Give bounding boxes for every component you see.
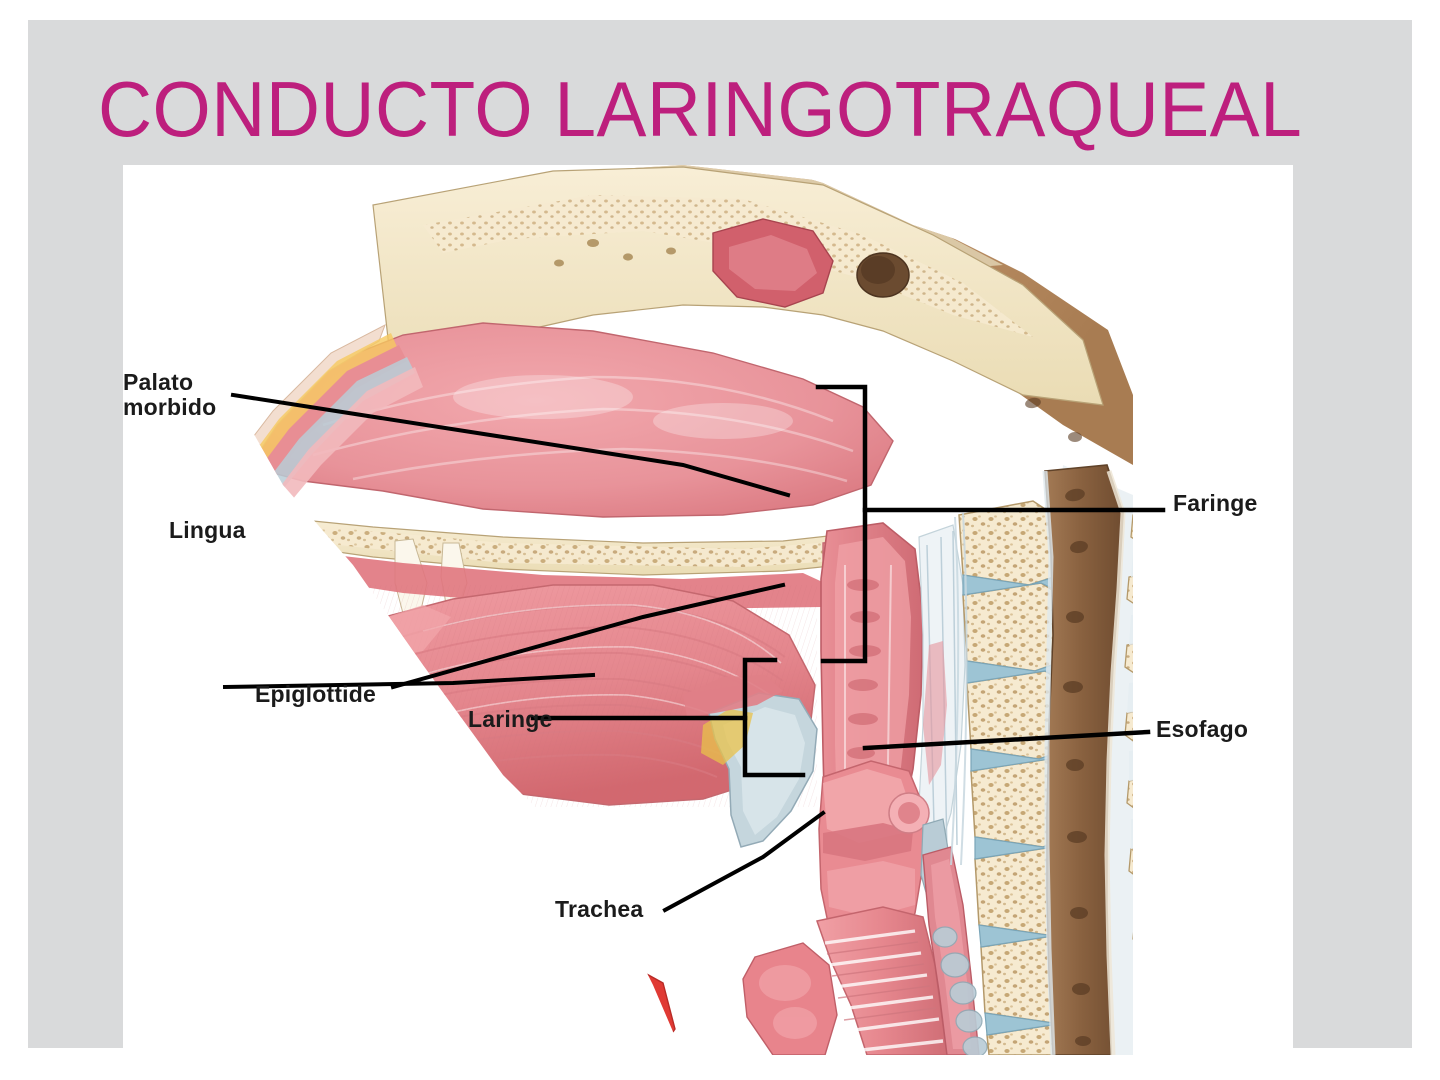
leader-lingua (222, 672, 596, 690)
thyroid-cartilage (823, 769, 911, 843)
label-lingua: Lingua (169, 517, 246, 543)
page-title: CONDUCTO LARINGOTRAQUEAL (98, 65, 1303, 153)
leader-palato-morbido (230, 392, 791, 498)
leader-faringe (815, 384, 1166, 664)
label-esofago: Esofago (1156, 716, 1249, 742)
nasal-cartilage (249, 357, 415, 511)
label-epiglottide: Epiglottide (255, 681, 377, 707)
label-palato-morbido-line2: morbido (123, 394, 217, 420)
cervical-spine (958, 464, 1133, 1055)
leader-esofago (862, 729, 1151, 751)
leader-lines (222, 392, 826, 913)
leader-epiglottide (390, 582, 786, 690)
label-laringe: Laringe (468, 706, 553, 732)
lymph-node-chain (932, 926, 988, 1055)
anatomy-body (243, 165, 1133, 1055)
pre-epiglottic-fat (701, 709, 753, 765)
tracheal-cartilage-rings (824, 929, 944, 1053)
vocal-fold (823, 823, 913, 861)
anatomy-illustration-svg (123, 165, 1293, 1055)
label-faringe: Faringe (1173, 490, 1258, 516)
leader-trachea (662, 810, 826, 913)
slide-canvas: CONDUCTO LARINGOTRAQUEAL (28, 20, 1412, 1055)
cricoid-cartilage (827, 861, 915, 917)
label-palato-morbido-line1: Palato (123, 369, 194, 395)
label-trachea: Trachea (555, 896, 644, 922)
label-palato-morbido: Palato morbido (123, 370, 216, 420)
anatomy-figure: Palato morbido Lingua Epiglottide Laring… (123, 165, 1293, 1055)
leader-laringe (530, 657, 806, 778)
